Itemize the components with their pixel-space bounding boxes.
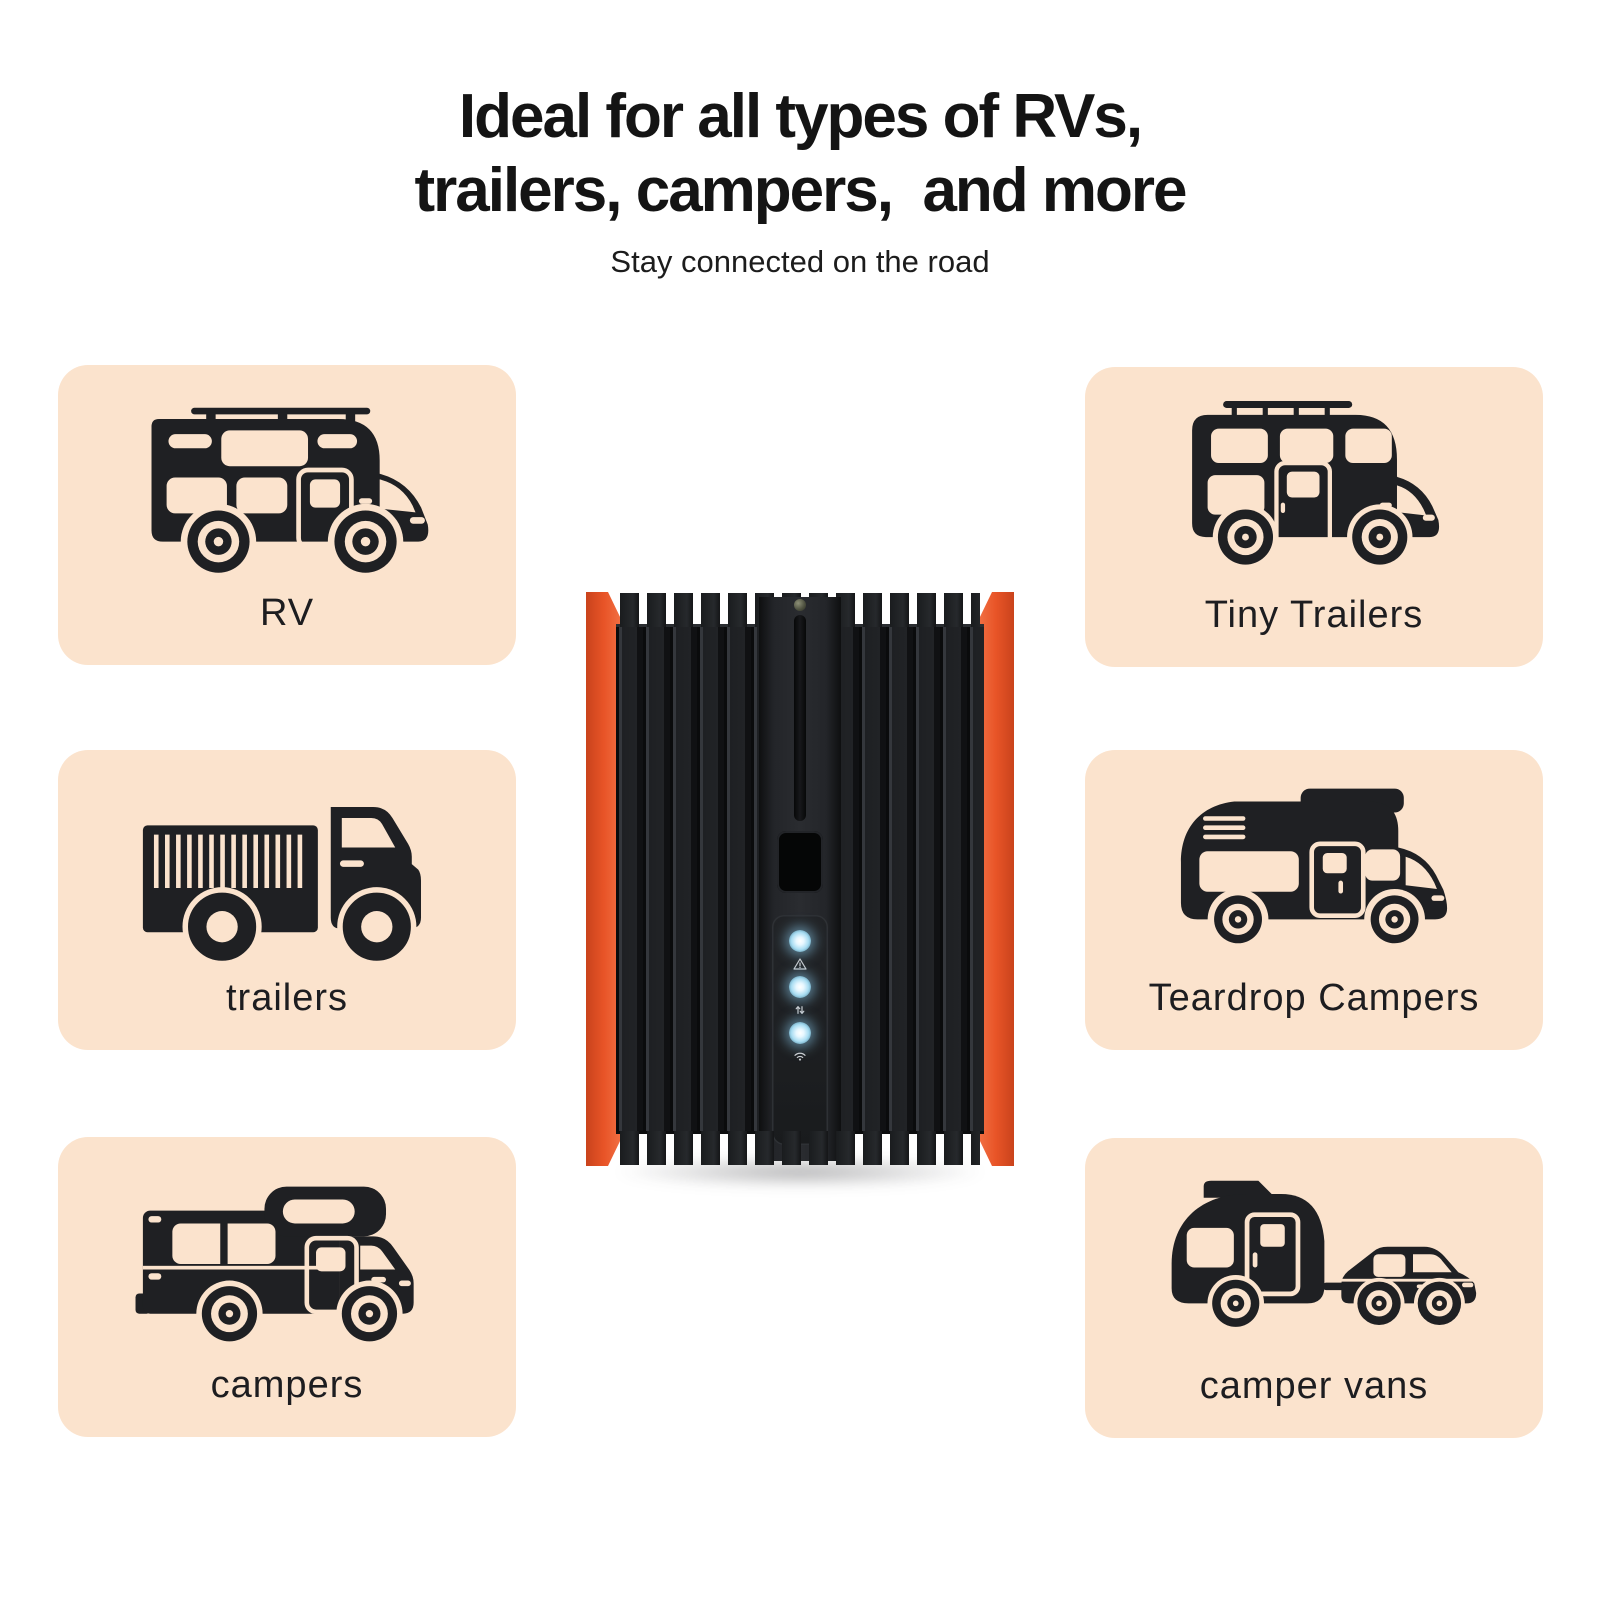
wifi-icon (794, 1052, 806, 1061)
truck-camper-icon (58, 1137, 516, 1364)
card-label: RV (259, 592, 315, 634)
status-led-wifi (789, 1022, 811, 1044)
device-port-slot (777, 831, 823, 893)
car-towing-trailer-icon (1085, 1138, 1543, 1365)
status-led-data (789, 976, 811, 998)
stake-truck-icon (58, 750, 516, 977)
card-trailers: trailers (58, 750, 516, 1050)
card-camper-vans: camper vans (1085, 1138, 1543, 1438)
card-label: Tiny Trailers (1204, 594, 1424, 636)
router-device (586, 590, 1014, 1188)
card-rv: RV (58, 365, 516, 665)
card-teardrop-campers: Teardrop Campers (1085, 750, 1543, 1050)
title-line-1: Ideal for all types of RVs, (458, 82, 1143, 151)
card-tiny-trailers: Tiny Trailers (1085, 367, 1543, 667)
tiny-trailer-camper-icon (1085, 367, 1543, 594)
device-heatsink-fins (616, 593, 984, 1165)
card-label: trailers (225, 977, 349, 1019)
card-campers: campers (58, 1137, 516, 1437)
device-front-channel (759, 597, 841, 1161)
page-title: Ideal for all types of RVs, trailers, ca… (0, 80, 1600, 228)
led-panel (772, 915, 828, 1145)
teardrop-camper-icon (1085, 750, 1543, 977)
header: Ideal for all types of RVs, trailers, ca… (0, 80, 1600, 280)
screw-icon (794, 599, 806, 611)
card-label: Teardrop Campers (1148, 977, 1480, 1019)
device-groove (794, 615, 806, 821)
page-subtitle: Stay connected on the road (610, 244, 990, 279)
card-label: camper vans (1199, 1365, 1429, 1407)
warning-icon (793, 958, 807, 970)
card-label: campers (210, 1364, 364, 1406)
data-transfer-icon (795, 1006, 805, 1014)
rv-motorhome-icon (58, 365, 516, 592)
title-line-2: trailers, campers, and more (414, 156, 1187, 225)
status-led-warning (789, 930, 811, 952)
